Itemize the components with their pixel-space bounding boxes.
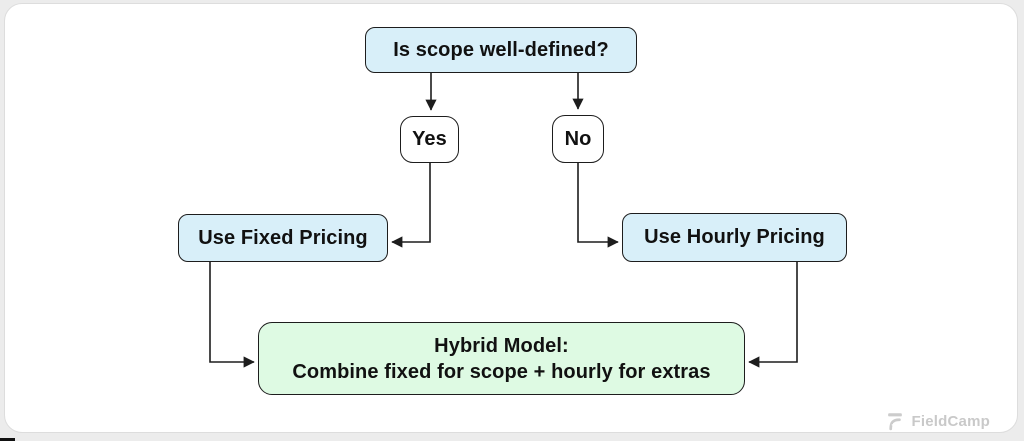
node-hybrid-model: Hybrid Model: Combine fixed for scope + … bbox=[258, 322, 745, 395]
bottom-left-strip bbox=[0, 438, 15, 441]
fieldcamp-watermark: FieldCamp bbox=[884, 410, 990, 432]
node-yes-label: Yes bbox=[412, 128, 447, 150]
fieldcamp-logo-icon bbox=[887, 413, 902, 431]
edge-no-to-hourly bbox=[577, 163, 619, 248]
node-no: No bbox=[552, 115, 604, 163]
node-fixed-pricing: Use Fixed Pricing bbox=[178, 214, 388, 262]
node-hybrid-model-title: Hybrid Model: bbox=[434, 334, 569, 357]
edge-fixed-to-hybrid bbox=[209, 262, 255, 368]
fieldcamp-brand-text: FieldCamp bbox=[911, 412, 990, 430]
node-yes: Yes bbox=[400, 116, 459, 163]
node-hybrid-model-description: Combine fixed for scope + hourly for ext… bbox=[292, 360, 711, 383]
node-hourly-pricing-label: Use Hourly Pricing bbox=[644, 226, 825, 248]
node-no-label: No bbox=[564, 127, 592, 150]
node-question: Is scope well-defined? bbox=[365, 27, 637, 73]
node-hourly-pricing: Use Hourly Pricing bbox=[622, 213, 847, 262]
edge-yes-to-fixed bbox=[391, 163, 431, 248]
node-fixed-pricing-label: Use Fixed Pricing bbox=[198, 226, 368, 249]
edge-hourly-to-hybrid bbox=[748, 262, 798, 368]
node-question-label: Is scope well-defined? bbox=[393, 38, 609, 61]
